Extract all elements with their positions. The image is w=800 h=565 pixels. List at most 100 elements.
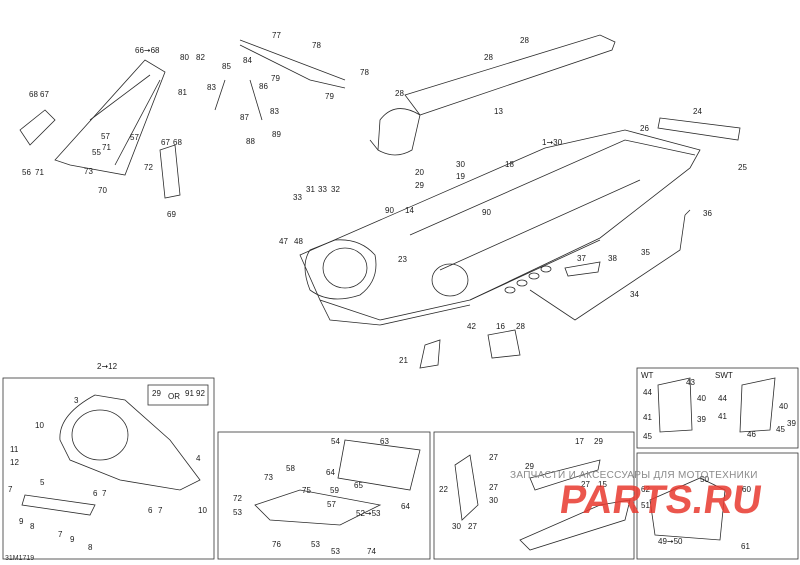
label-53: 53 <box>331 547 340 556</box>
label-68: 68 <box>173 138 182 147</box>
label-90: 90 <box>482 208 491 217</box>
label-47: 47 <box>279 237 288 246</box>
label-35: 35 <box>641 248 650 257</box>
label-69: 69 <box>167 210 176 219</box>
label-52-53: 52➞53 <box>356 509 381 518</box>
watermark-logo: PARTS.RU <box>556 478 765 522</box>
front-frame <box>54 59 166 176</box>
main-chassis <box>299 129 701 321</box>
label-13: 13 <box>494 107 503 116</box>
label-49-50: 49➞50 <box>658 537 683 546</box>
label-41: 41 <box>718 412 727 421</box>
label-44: 44 <box>643 388 652 397</box>
label-45: 45 <box>776 425 785 434</box>
label-8: 8 <box>30 522 35 531</box>
or-label: OR <box>168 392 180 401</box>
label-40: 40 <box>779 402 788 411</box>
label-53: 53 <box>233 508 242 517</box>
label-10: 10 <box>35 421 44 430</box>
label-78: 78 <box>312 41 321 50</box>
label-76: 76 <box>272 540 281 549</box>
label-67: 67 <box>161 138 170 147</box>
label-28: 28 <box>520 36 529 45</box>
label-83: 83 <box>270 107 279 116</box>
inset-wt-swt <box>636 367 799 449</box>
label-75: 75 <box>302 486 311 495</box>
label-57: 57 <box>101 132 110 141</box>
label-9: 9 <box>70 535 75 544</box>
inset-side-rails <box>433 431 635 560</box>
label-14: 14 <box>405 206 414 215</box>
label-22: 22 <box>439 485 448 494</box>
label-51: 51 <box>641 501 650 510</box>
label-36: 36 <box>703 209 712 218</box>
variant-wt: WT <box>641 371 654 380</box>
label-1-30: 1➞30 <box>542 138 563 147</box>
label-21: 21 <box>399 356 408 365</box>
label-10: 10 <box>198 506 207 515</box>
label-71: 71 <box>102 143 111 152</box>
label-61: 61 <box>741 542 750 551</box>
label-40: 40 <box>697 394 706 403</box>
label-58: 58 <box>286 464 295 473</box>
upper-rods <box>239 39 346 81</box>
label-53: 53 <box>311 540 320 549</box>
label-77: 77 <box>272 31 281 40</box>
label-48: 48 <box>294 237 303 246</box>
label-23: 23 <box>398 255 407 264</box>
label-34: 34 <box>630 290 639 299</box>
label-28: 28 <box>516 322 525 331</box>
inset-front-frame <box>2 377 215 560</box>
label-42: 42 <box>467 322 476 331</box>
label-28: 28 <box>395 89 404 98</box>
label-24: 24 <box>693 107 702 116</box>
label-84: 84 <box>243 56 252 65</box>
label-63: 63 <box>380 437 389 446</box>
label-7: 7 <box>8 485 13 494</box>
label-25: 25 <box>738 163 747 172</box>
label-26: 26 <box>640 124 649 133</box>
label-37: 37 <box>577 254 586 263</box>
label-4: 4 <box>196 454 201 463</box>
label-64: 64 <box>401 502 410 511</box>
label-39: 39 <box>697 415 706 424</box>
label-78: 78 <box>360 68 369 77</box>
label-43: 43 <box>686 378 695 387</box>
label-29: 29 <box>415 181 424 190</box>
label-88: 88 <box>246 137 255 146</box>
label-80: 80 <box>180 53 189 62</box>
label-28: 28 <box>484 53 493 62</box>
tunnel-panel <box>404 34 616 116</box>
label-15: 15 <box>598 480 607 489</box>
label-85: 85 <box>222 62 231 71</box>
label-54: 54 <box>331 437 340 446</box>
steering-rod <box>529 214 686 321</box>
drawing-code: 31M1719 <box>5 555 35 562</box>
label-65: 65 <box>354 481 363 490</box>
label-72: 72 <box>144 163 153 172</box>
label-27: 27 <box>489 483 498 492</box>
label-45: 45 <box>643 432 652 441</box>
label-57: 57 <box>130 133 139 142</box>
variant-swt: SWT <box>715 371 733 380</box>
label-5: 5 <box>40 478 45 487</box>
label-27: 27 <box>468 522 477 531</box>
label-27: 27 <box>581 480 590 489</box>
label-66-68: 66➞68 <box>135 46 160 55</box>
label-3: 3 <box>74 396 79 405</box>
label-90: 90 <box>385 206 394 215</box>
label-44: 44 <box>718 394 727 403</box>
label-29: 29 <box>594 437 603 446</box>
label-30: 30 <box>456 160 465 169</box>
label-72: 72 <box>233 494 242 503</box>
label-82: 82 <box>196 53 205 62</box>
label-32: 32 <box>331 185 340 194</box>
label-31: 31 <box>306 185 315 194</box>
label-73: 73 <box>84 167 93 176</box>
label-18: 18 <box>505 160 514 169</box>
label-56: 56 <box>22 168 31 177</box>
watermark-tagline: ЗАПЧАСТИ И АКСЕССУАРЫ ДЛЯ МОТОТЕХНИКИ <box>510 470 758 481</box>
inset-skid-plates <box>217 431 431 560</box>
label-12: 12 <box>10 458 19 467</box>
label-55: 55 <box>92 148 101 157</box>
